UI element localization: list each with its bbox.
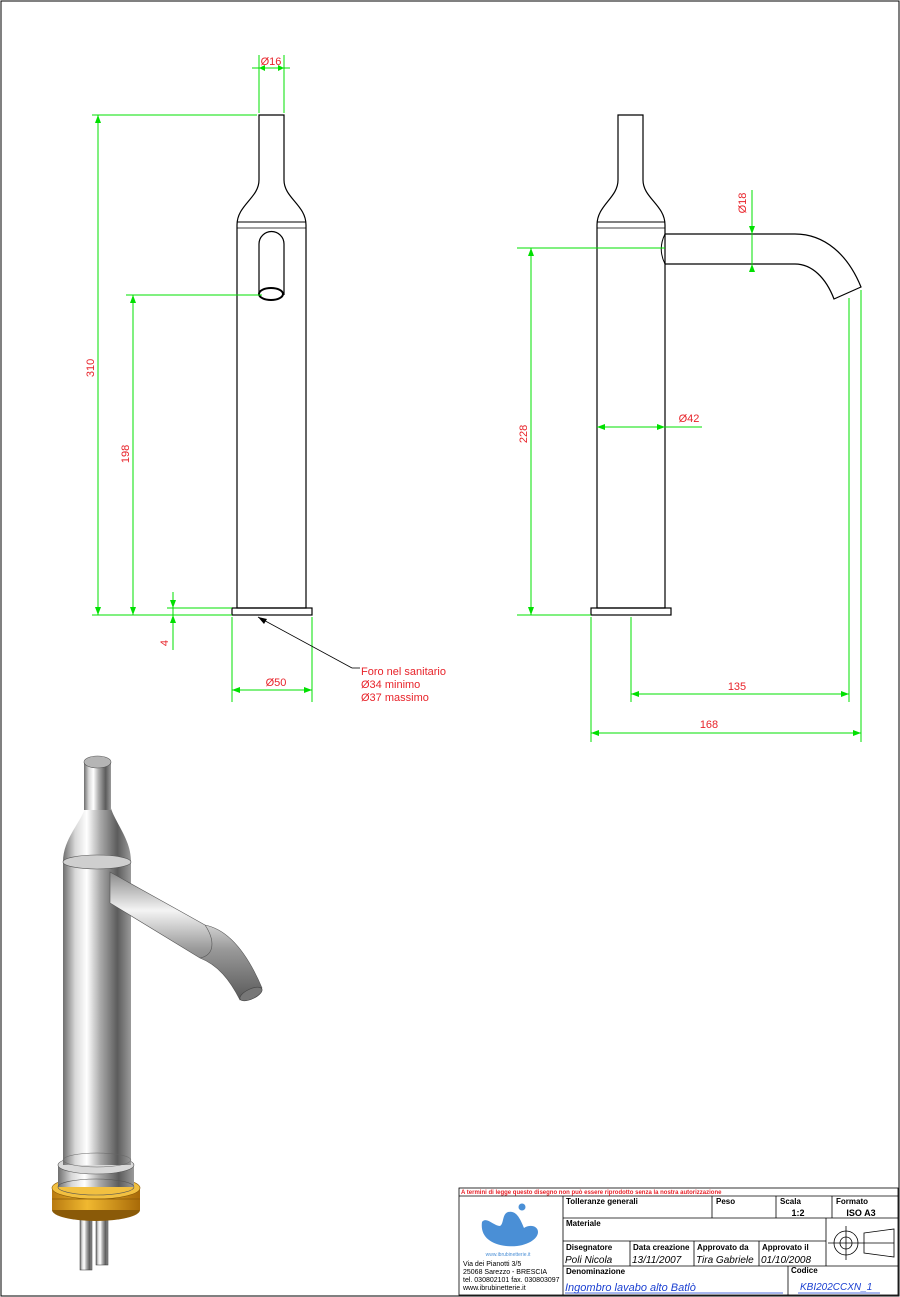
tolerances-label: Tolleranze generali [566,1197,638,1206]
side-arrowheads [528,226,861,736]
company-logo [481,1203,538,1247]
dim-spout-height: 228 [518,425,530,443]
dim-body-diameter: Ø42 [679,413,700,425]
front-outlet-ring [258,287,284,301]
render-handle [84,762,111,810]
address-line-4: www.ibrubinetterie.it [462,1285,526,1292]
dim-base-diameter: Ø50 [266,677,287,689]
scale-label: Scala [780,1197,801,1206]
hole-note-line-2: Ø34 minimo [361,679,420,691]
address-line-3: tel. 030802101 fax. 030803097 [463,1277,560,1284]
dim-total-height: 310 [85,359,97,377]
copyright-notice: A termini di legge questo disegno non pu… [461,1190,722,1196]
code-value: KBI202CCXN_1 [800,1282,872,1293]
faucet-3d-render [51,755,263,1271]
name-label: Denominazione [566,1267,626,1276]
material-label: Materiale [566,1219,601,1228]
dim-outlet-height: 198 [120,445,132,463]
scale-value: 1:2 [791,1208,804,1218]
hole-note-line-3: Ø37 massimo [361,692,429,704]
address-line-1: Via dei Pianotti 3/5 [463,1261,521,1268]
render-body [63,860,131,1165]
hole-note-leader [257,616,353,669]
created-value: 13/11/2007 [632,1255,682,1266]
dim-overall-length: 168 [700,719,718,731]
side-dimension-lines [517,190,862,742]
name-value: Ingombro lavabo alto Batlò [565,1282,696,1294]
front-view-outline [236,114,307,609]
hole-note-line-1: Foro nel sanitario [361,666,446,678]
front-dimension-lines [92,55,313,702]
side-spout [665,233,862,300]
front-base-plate [231,607,313,616]
render-dome [63,805,131,862]
format-label: Formato [836,1197,868,1206]
front-view: Ø16 310 198 4 Ø50 Foro nel sanitario Ø34… [85,55,446,704]
designer-label: Disegnatore [566,1243,613,1252]
created-label: Data creazione [633,1243,690,1252]
dim-top-diameter: Ø16 [261,56,282,68]
dim-base-thickness: 4 [159,640,171,646]
approved-by-label: Approvato da [697,1243,749,1252]
front-outlet-slot [258,230,285,295]
code-label: Codice [791,1266,818,1275]
title-block [458,1187,899,1296]
approved-on-label: Approvato il [762,1243,809,1252]
projection-symbol [828,1226,895,1260]
format-value: ISO A3 [846,1208,875,1218]
address-line-2: 25068 Sarezzo - BRESCIA [463,1269,547,1276]
side-base-plate [590,607,672,616]
render-spout [109,871,263,1001]
dim-spout-diameter: Ø18 [737,193,749,214]
weight-label: Peso [716,1197,735,1206]
designer-value: Poli Nicola [565,1255,613,1266]
hole-note-arrow [258,617,267,624]
side-view: Ø18 228 Ø42 135 168 [517,114,862,742]
side-spout-joint [660,233,666,265]
side-view-outline [596,114,666,609]
dim-reach: 135 [728,681,746,693]
approved-by-value: Tira Gabriele [696,1255,754,1266]
logo-website: www.ibrubinetterie.it [486,1252,531,1258]
approved-on-value: 01/10/2008 [761,1255,811,1266]
front-arrowheads [95,65,312,693]
